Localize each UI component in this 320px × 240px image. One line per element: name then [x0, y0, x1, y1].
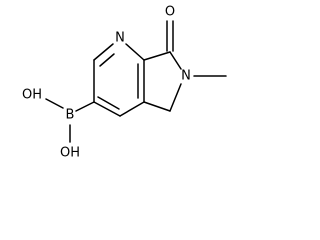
bonds [45, 20, 227, 143]
atom-hydroxyl-lower: OH [60, 146, 80, 161]
bond-c4-c3 [93, 101, 121, 117]
bond-c2-n1-inner [99, 53, 115, 67]
bond-n6-c5 [169, 83, 182, 112]
bond-c7-n6 [169, 51, 182, 70]
bond-c4-c3-inner [97, 96, 120, 110]
atom-nitrogen-ring: N [115, 31, 125, 46]
bond-c3a-c4 [119, 101, 145, 117]
bond-n1-c7a [125, 43, 145, 61]
bond-c5-c3a [143, 101, 171, 112]
atom-nitrogen-lactam: N [181, 69, 191, 84]
atom-hydroxyl-upper: OH [22, 88, 42, 103]
bond-c3-boron [75, 101, 95, 112]
atom-labels: N O N B OH OH [22, 5, 191, 161]
atom-boron: B [66, 108, 75, 123]
chemical-structure: N O N B OH OH [22, 5, 227, 161]
bond-boron-oh-upper [45, 98, 64, 109]
bond-c7a-c7 [143, 51, 171, 61]
atom-oxygen-carbonyl: O [165, 5, 175, 20]
bond-c2-n1 [93, 43, 114, 61]
